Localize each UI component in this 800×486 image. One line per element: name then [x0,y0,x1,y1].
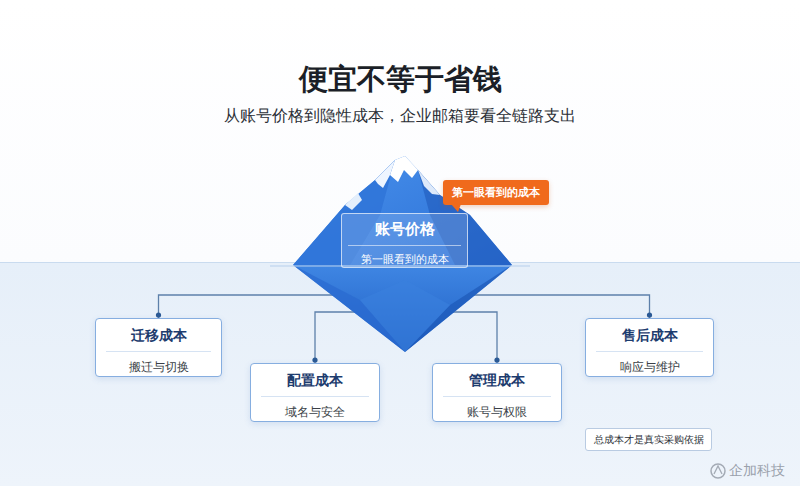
node-heading: 总成本才是真实采购依据 [594,433,704,447]
cost-box: 配置成本域名与安全 [250,363,380,422]
node-heading: 配置成本 [261,364,369,397]
node-heading: 账号价格 [348,214,461,246]
iceberg-underwater [293,265,512,352]
node-body: 账号与权限 [433,397,561,421]
note-box: 总成本才是真实采购依据 [585,428,712,451]
node-heading: 迁移成本 [106,319,211,352]
snow-cap [390,156,418,182]
node-body: 搬迁与切换 [96,352,221,376]
node-body: 第一眼看到的成本 [342,246,467,267]
node-body: 响应与维护 [586,352,713,376]
cost-box: 管理成本账号与权限 [432,363,562,422]
node-heading: 第一眼看到的成本 [452,185,540,200]
connector-dot [156,312,161,317]
connector-dot [312,357,317,362]
watermark-logo [714,466,722,474]
callout-tag: 第一眼看到的成本 [443,180,549,205]
diagram-title: 便宜不等于省钱 [0,60,800,100]
cost-box: 售后成本响应与维护 [585,318,714,377]
connector-dot [494,357,499,362]
iceberg-label-box: 账号价格第一眼看到的成本 [341,213,468,268]
watermark-logo [711,464,725,478]
node-heading: 管理成本 [443,364,551,397]
diagram-subtitle: 从账号价格到隐性成本，企业邮箱要看全链路支出 [0,106,800,127]
node-heading: 售后成本 [596,319,703,352]
snow-cap [418,170,440,195]
iceberg-facet [360,280,450,352]
connector-dot [647,312,652,317]
watermark: 企加科技 [729,462,785,480]
snow-cap [345,193,362,210]
cost-box: 迁移成本搬迁与切换 [95,318,222,377]
snow-cap [375,160,395,188]
node-body: 域名与安全 [251,397,379,421]
